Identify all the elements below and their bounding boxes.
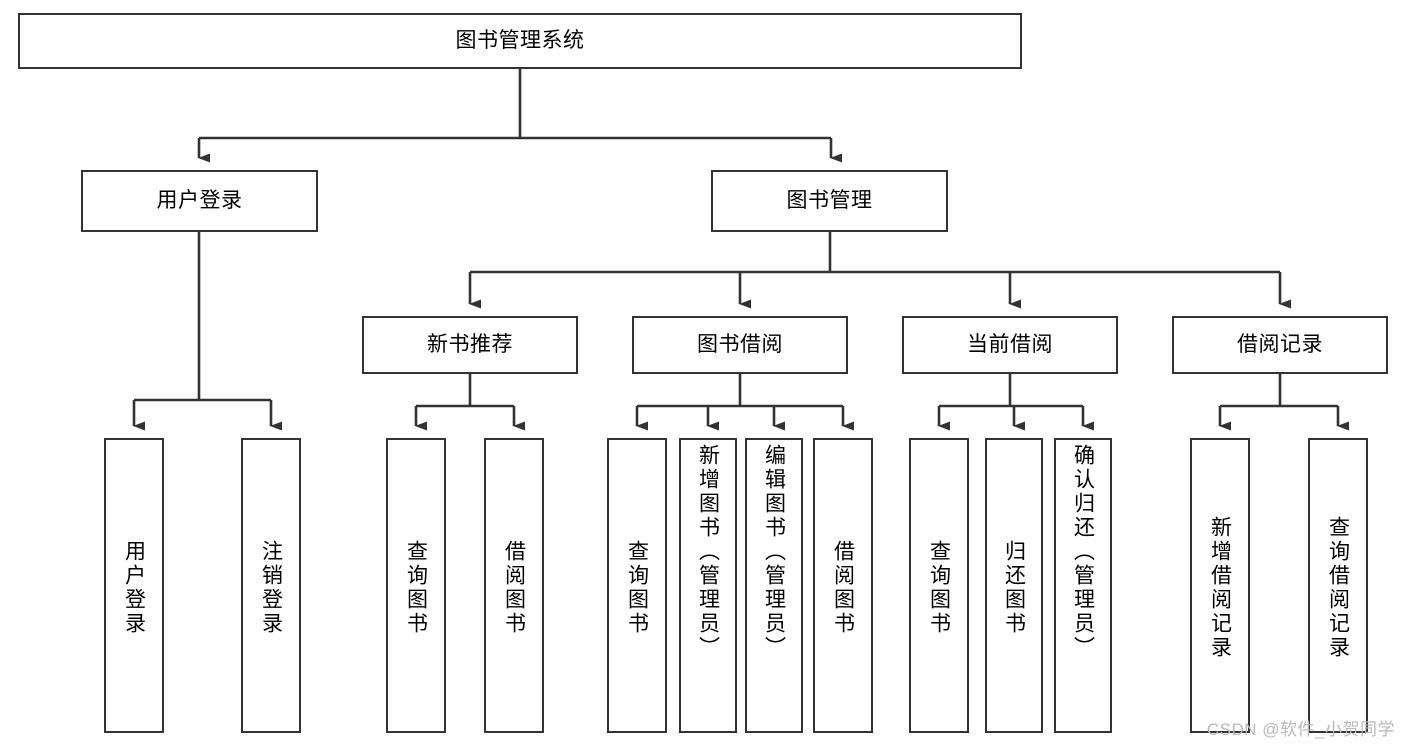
leaf-query-record[interactable]: 查询借阅记录 (1308, 438, 1368, 733)
node-book-borrow[interactable]: 图书借阅 (632, 316, 848, 374)
leaf-add-record-label: 新增借阅记录 (1208, 515, 1232, 660)
node-current-borrow[interactable]: 当前借阅 (902, 316, 1118, 374)
leaf-user-login-label: 用户登录 (122, 539, 146, 636)
leaf-borrow-book-2-label: 借阅图书 (831, 539, 855, 636)
leaf-add-record[interactable]: 新增借阅记录 (1190, 438, 1250, 733)
leaf-query-book-3[interactable]: 查询图书 (909, 438, 969, 733)
node-book-manage-label: 图书管理 (786, 189, 873, 213)
node-new-book-rec-label: 新书推荐 (427, 333, 513, 357)
node-user-login-label: 用户登录 (156, 189, 243, 213)
leaf-query-book-2-label: 查询图书 (625, 539, 649, 636)
node-book-borrow-label: 图书借阅 (697, 333, 783, 357)
leaf-user-login[interactable]: 用户登录 (104, 438, 164, 733)
leaf-query-book-1[interactable]: 查询图书 (386, 438, 446, 733)
leaf-query-record-label: 查询借阅记录 (1326, 515, 1350, 660)
leaf-user-logout-label: 注销登录 (259, 539, 283, 636)
leaf-confirm-return-label: 确认归还（管理员） (1071, 444, 1095, 660)
leaf-query-book-3-label: 查询图书 (927, 539, 951, 636)
node-user-login[interactable]: 用户登录 (81, 170, 318, 232)
leaf-add-book-label: 新增图书（管理员） (696, 444, 720, 660)
node-borrow-record[interactable]: 借阅记录 (1172, 316, 1388, 374)
leaf-return-book-label: 归还图书 (1002, 539, 1026, 636)
leaf-edit-book[interactable]: 编辑图书（管理员） (745, 438, 803, 733)
leaf-add-book[interactable]: 新增图书（管理员） (679, 438, 737, 733)
node-book-manage[interactable]: 图书管理 (711, 170, 948, 232)
leaf-borrow-book-1[interactable]: 借阅图书 (484, 438, 544, 733)
node-current-borrow-label: 当前借阅 (967, 333, 1053, 357)
leaf-borrow-book-2[interactable]: 借阅图书 (813, 438, 873, 733)
leaf-user-logout[interactable]: 注销登录 (241, 438, 301, 733)
watermark-text: CSDN @软件_小贺同学 (1206, 720, 1395, 739)
node-root-label: 图书管理系统 (455, 29, 585, 53)
leaf-borrow-book-1-label: 借阅图书 (502, 539, 526, 636)
leaf-edit-book-label: 编辑图书（管理员） (762, 444, 786, 660)
leaf-query-book-2[interactable]: 查询图书 (607, 438, 667, 733)
node-borrow-record-label: 借阅记录 (1237, 333, 1323, 357)
leaf-query-book-1-label: 查询图书 (404, 539, 428, 636)
leaf-return-book[interactable]: 归还图书 (985, 438, 1043, 733)
leaf-confirm-return[interactable]: 确认归还（管理员） (1054, 438, 1112, 733)
node-new-book-rec[interactable]: 新书推荐 (362, 316, 578, 374)
node-root[interactable]: 图书管理系统 (18, 13, 1022, 69)
